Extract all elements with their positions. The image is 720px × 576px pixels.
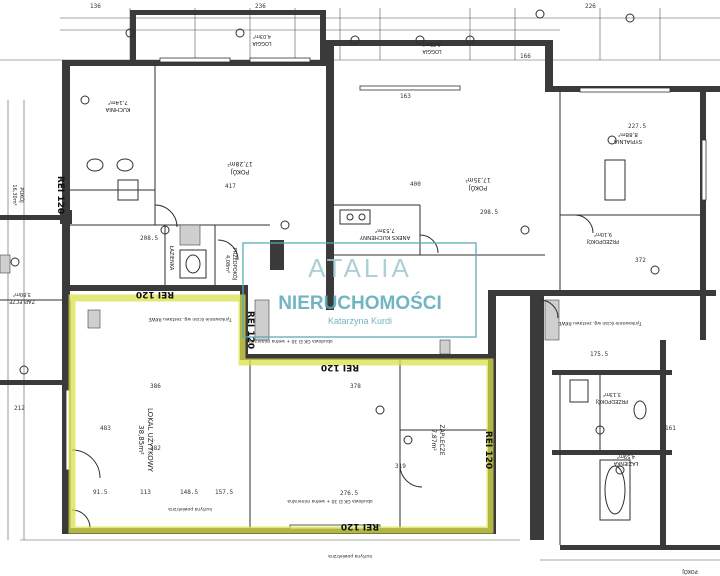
watermark-line3: Katarzyna Kurdi xyxy=(328,316,392,326)
room-bottom-right-name: POKÓJ xyxy=(682,568,697,575)
dim-text: 113 xyxy=(140,489,151,496)
dim-text: 166 xyxy=(520,53,531,60)
door-lokal-top: kurtyna powietrzna xyxy=(328,553,372,559)
room-pokoj-top-name: POKÓJ xyxy=(231,168,250,175)
note-1: Tynkowanie ścian wg. zestawu RKWE xyxy=(148,316,232,323)
dim-text: 319 xyxy=(395,463,406,470)
dimension-numbers: 136 236 226 163 166 386 378 382 319 276.… xyxy=(14,3,676,497)
room-loggia2-area: 4,35m² xyxy=(423,41,441,47)
watermark-line2: NIERUCHOMOŚCI xyxy=(278,292,442,314)
dim-text: 382 xyxy=(150,445,161,452)
dim-text: 227.5 xyxy=(628,123,646,130)
room-przedpokoj-left-area: 4,08m² xyxy=(224,255,230,273)
note-4: obudowa GK El 30 + wełna mineralna xyxy=(287,498,372,504)
room-przedpokoj-right-name: PRZEDPOKÓJ xyxy=(587,238,619,245)
room-pokoj-top-area: 17,28m² xyxy=(227,160,253,167)
room-lokal-name: LOKAL UŻYTKOWY xyxy=(146,408,155,473)
rei-label: REI 120 xyxy=(55,176,65,214)
room-loggia2-name: LOGGIA xyxy=(422,48,442,54)
rei-label: REI 120 xyxy=(321,362,359,372)
dim-text: 226 xyxy=(585,3,596,10)
dim-text: 175.5 xyxy=(590,351,608,358)
dim-text: 148.5 xyxy=(180,489,198,496)
rei-label: REI 120 xyxy=(136,289,174,299)
dim-text: 276.5 xyxy=(340,490,358,497)
rei-label: REI 120 xyxy=(483,431,493,469)
dim-text: 136 xyxy=(90,3,101,10)
watermark: ATALIA NIERUCHOMOŚCI Katarzyna Kurdi xyxy=(242,242,477,338)
room-zaplecze-left-name: ZAPLECZE xyxy=(9,298,35,304)
room-labels: KUCHNIA 7,14m² POKÓJ 17,28m² ANEKS KUCHE… xyxy=(9,33,698,575)
dim-text: 372 xyxy=(635,257,646,264)
room-sypialnia-area: 8,88m² xyxy=(618,131,638,138)
dim-text: 163 xyxy=(400,93,411,100)
dim-text: 378 xyxy=(350,383,361,390)
doors xyxy=(71,204,594,529)
dim-text: 236 xyxy=(255,3,266,10)
dim-text: 161 xyxy=(665,425,676,432)
room-lazienka-right-area: 4,59m² xyxy=(617,453,635,459)
dim-text: 400 xyxy=(410,181,421,188)
dim-text: 208.5 xyxy=(140,235,158,242)
lokal-highlight xyxy=(68,294,494,534)
dim-text: 298.5 xyxy=(480,209,498,216)
room-lazienka-right-name: ŁAZIENKA xyxy=(613,460,639,466)
fixtures xyxy=(86,158,647,521)
room-aneks-name: ANEKS KUCHENNY xyxy=(359,234,410,240)
room-zaplecze-left-area: 3,80m² xyxy=(13,291,31,297)
dim-text: 212 xyxy=(14,405,25,412)
note-2: Tynkowanie ścian wg. zestawu RKWE xyxy=(558,320,642,327)
room-lokal-area: 38,85m² xyxy=(137,425,145,455)
shafts xyxy=(0,224,560,355)
room-przedpokoj-left-name: PRZEDPOKÓJ xyxy=(231,248,238,280)
watermark-line1: ATALIA xyxy=(308,253,412,283)
room-pokoj-left-area: 16,30m² xyxy=(11,184,17,205)
room-kuchnia-name: KUCHNIA xyxy=(105,106,130,112)
dim-text: 91.5 xyxy=(93,489,108,496)
rei-label: REI 120 xyxy=(341,521,379,531)
room-loggia1-name: LOGGIA xyxy=(252,40,272,46)
room-aneks-area: 7,53m² xyxy=(375,227,395,234)
dim-text: 417 xyxy=(225,183,236,190)
room-kuchnia-area: 7,14m² xyxy=(108,99,128,106)
room-przedpokoj-small-area: 3,13m² xyxy=(603,391,621,397)
room-zaplecze-area: 7,87m² xyxy=(430,429,437,451)
room-zaplecze-name: ZAPLECZE xyxy=(438,424,445,455)
room-pokoj-right-name: POKÓJ xyxy=(469,184,488,191)
axis-markers xyxy=(10,9,660,475)
room-pokoj-right-area: 17,35m² xyxy=(465,176,491,183)
room-przedpokoj-right-area: 9,10m² xyxy=(594,231,612,237)
notes: Tynkowanie ścian wg. zestawu RKWE Tynkow… xyxy=(148,316,642,559)
rei-labels: REI 120 REI 120 REI 120 REI 120 REI 120 … xyxy=(55,176,493,531)
rei-label: REI 120 xyxy=(245,311,255,349)
room-lazienka-left-name: ŁAZIENKA xyxy=(168,245,174,271)
room-pokoj-left-name: POKÓJ xyxy=(18,187,25,202)
dim-text: 386 xyxy=(150,383,161,390)
dim-text: 483 xyxy=(100,425,111,432)
note-3: obudowa GK El 30 + wełna mineralna xyxy=(247,338,332,344)
room-przedpokoj-small-name: PRZEDPOKÓJ xyxy=(596,398,628,405)
room-sypialnia-name: SYPIALNIA xyxy=(614,138,642,144)
door-lokal-bottom: kurtyna powietrzna xyxy=(168,506,212,512)
room-loggia1-area: 4,03m² xyxy=(253,33,271,39)
dim-text: 157.5 xyxy=(215,489,233,496)
